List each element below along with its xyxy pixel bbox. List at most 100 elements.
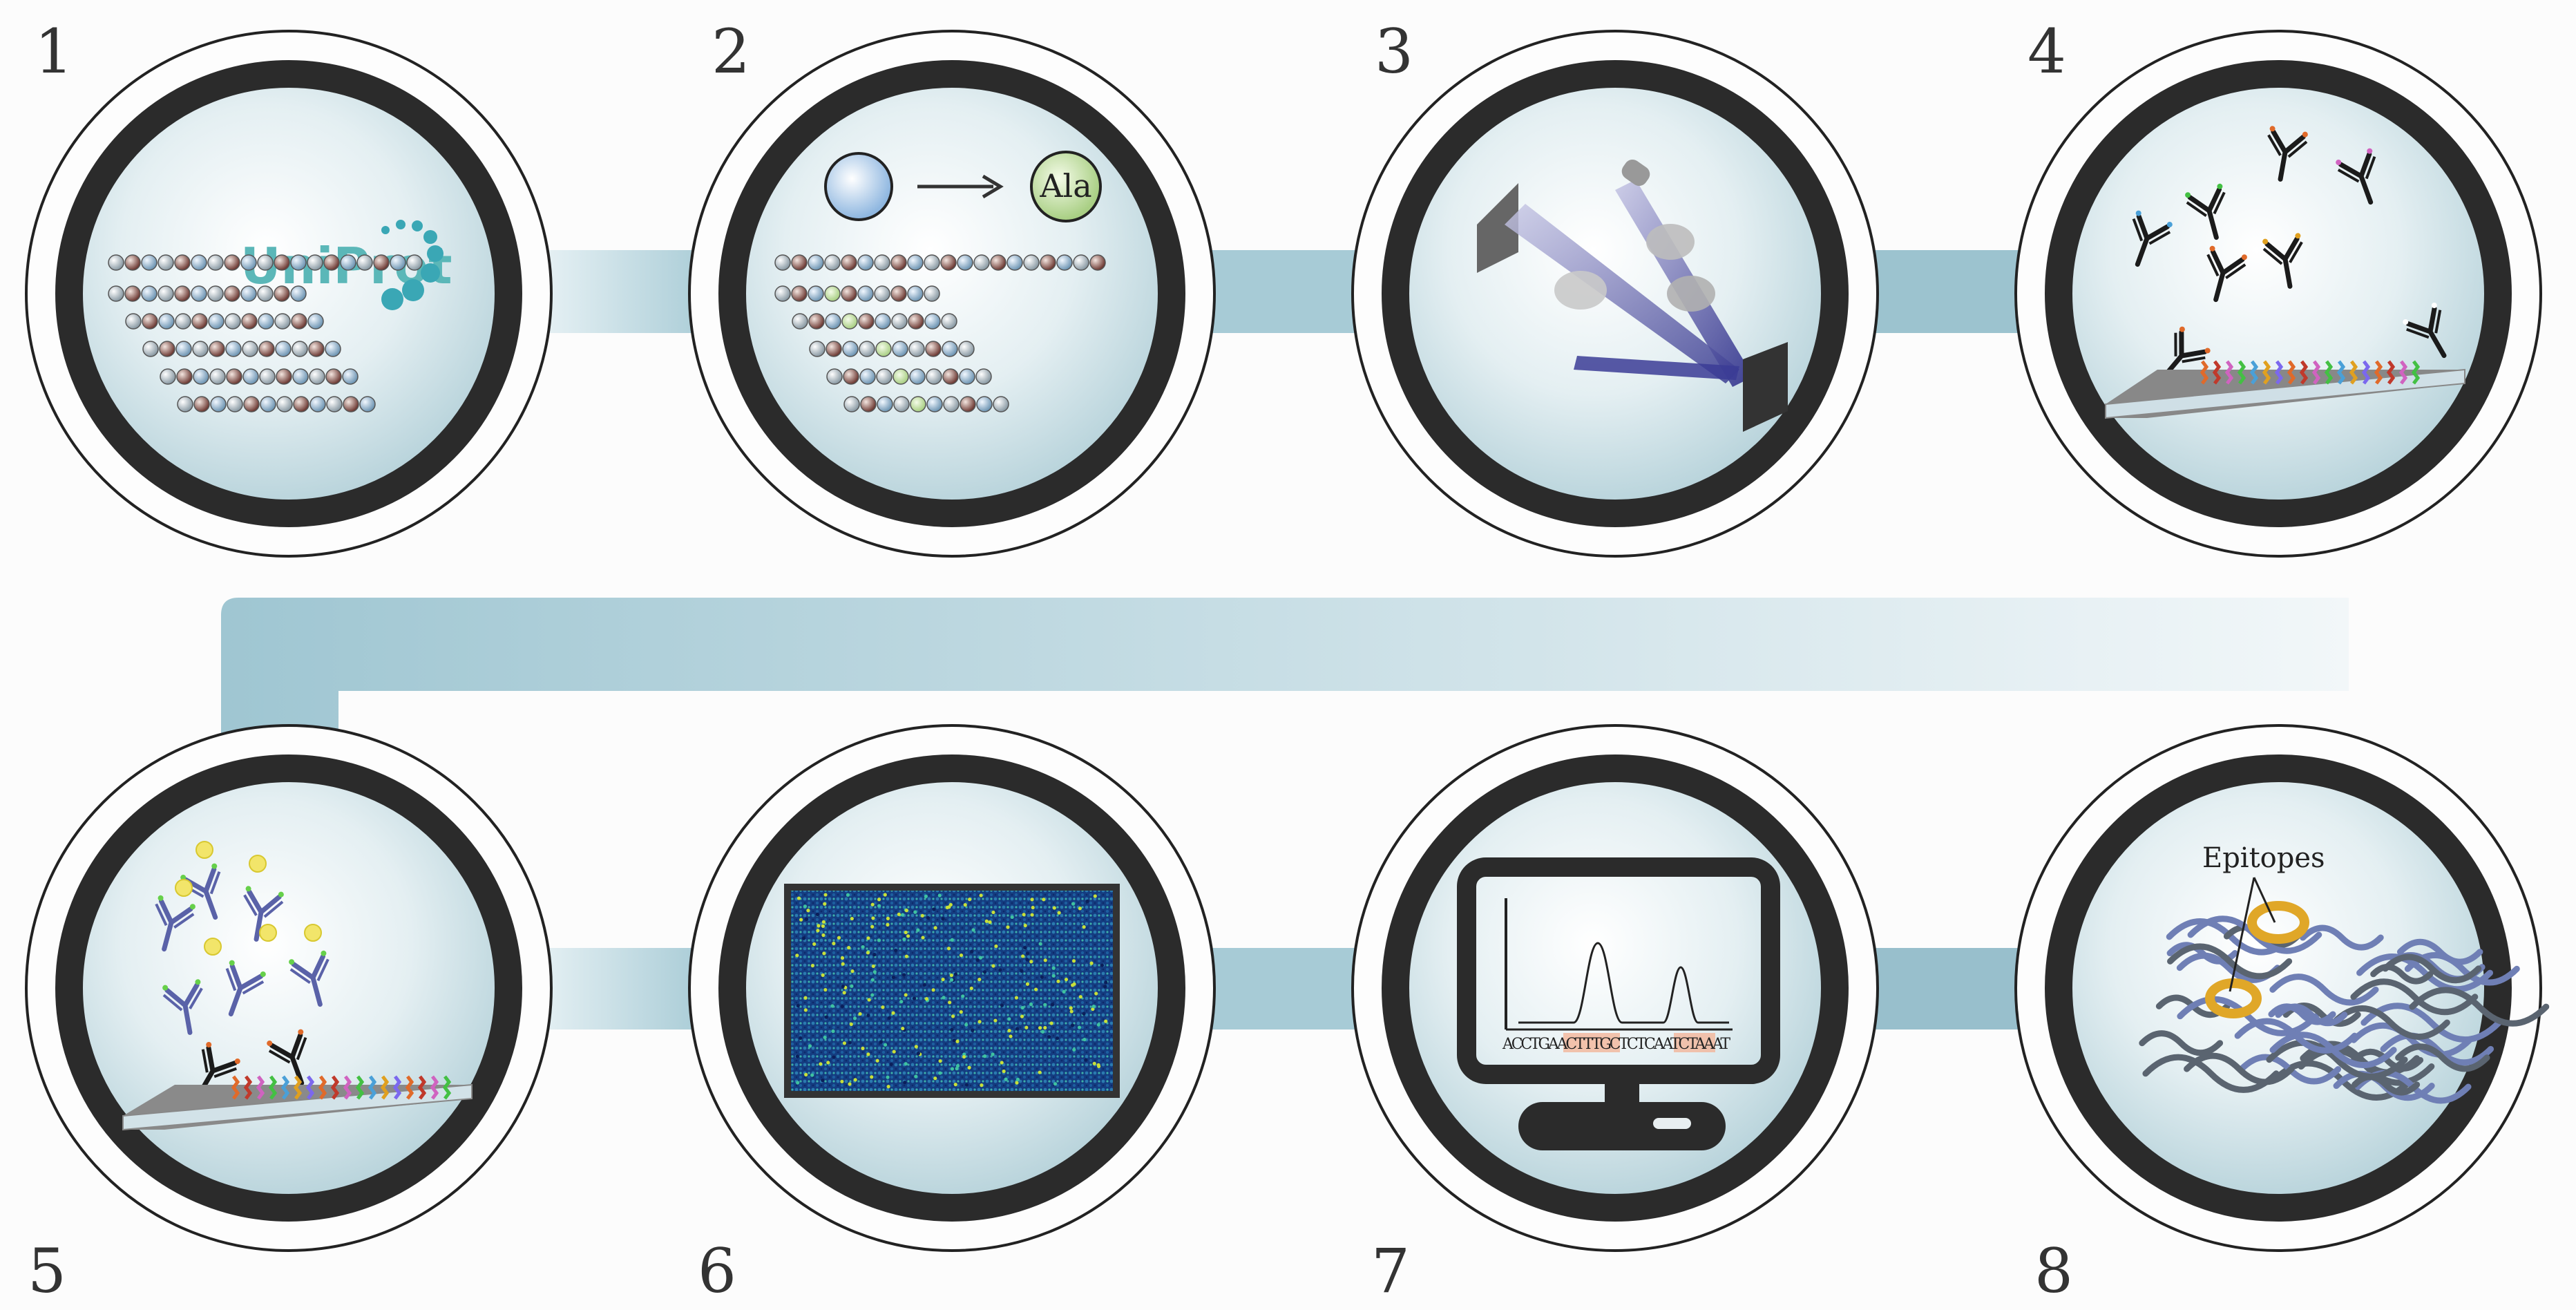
scan-spot bbox=[826, 1061, 830, 1065]
scan-spot bbox=[823, 1035, 827, 1040]
peptide-bead bbox=[209, 341, 225, 357]
peptide-bead bbox=[259, 368, 276, 385]
scan-spot bbox=[901, 913, 905, 917]
peptide-bead bbox=[274, 285, 290, 302]
peptide-strand bbox=[2311, 360, 2321, 385]
scan-spot bbox=[803, 996, 808, 1000]
scan-spot bbox=[1055, 1036, 1060, 1041]
scan-spot bbox=[948, 1000, 952, 1005]
antibodies bbox=[2132, 126, 2447, 380]
scan-spot bbox=[937, 893, 942, 898]
scan-spot bbox=[1040, 975, 1044, 979]
peptide-bead bbox=[907, 285, 924, 302]
scan-spot bbox=[1038, 1070, 1042, 1074]
alanine-label: Ala bbox=[1039, 167, 1091, 205]
peptide-bead bbox=[276, 396, 293, 412]
peptide-strand bbox=[2374, 360, 2383, 385]
peptide-strand bbox=[343, 1075, 352, 1100]
peptide-bead bbox=[890, 285, 907, 302]
protein-ribbon bbox=[2351, 1074, 2421, 1096]
scan-spot bbox=[977, 1020, 982, 1024]
protein-ribbon bbox=[2360, 1003, 2502, 1043]
peptide-bead bbox=[159, 341, 175, 357]
antibody-icon bbox=[162, 979, 203, 1035]
scan-spot bbox=[804, 917, 809, 921]
scan-spot bbox=[1084, 1058, 1088, 1062]
step-7: ACCTGAACTTTGCTCTCAATCTAAAT bbox=[1351, 724, 1879, 1252]
scan-spot bbox=[982, 1054, 987, 1059]
peptide-bead bbox=[841, 285, 857, 302]
scan-spot bbox=[821, 973, 825, 977]
scan-spot bbox=[837, 936, 841, 940]
peptide-strand bbox=[2224, 360, 2234, 385]
peptide-strand bbox=[2361, 360, 2371, 385]
scan-spot bbox=[847, 946, 851, 950]
scan-spot bbox=[926, 915, 931, 920]
dna-sequence: ACCTGAACTTTGCTCTCAATCTAAAT bbox=[1502, 1036, 1730, 1053]
peptide-bead bbox=[293, 396, 309, 412]
scan-spot bbox=[938, 1071, 942, 1075]
peptide-bead bbox=[292, 341, 308, 357]
chromatogram-trace bbox=[1518, 942, 1729, 1024]
scan-spot bbox=[955, 1064, 960, 1068]
peptide-bead bbox=[325, 341, 341, 357]
scan-spot bbox=[1052, 906, 1056, 910]
peptide-bead bbox=[257, 285, 274, 302]
peptide-bead bbox=[274, 254, 290, 271]
peptide-bead bbox=[108, 285, 124, 302]
scan-spot bbox=[924, 894, 928, 898]
scan-spot bbox=[978, 956, 983, 960]
peptide-bead bbox=[225, 313, 241, 330]
scan-spot bbox=[1020, 1014, 1024, 1018]
peptide-bead bbox=[257, 254, 274, 271]
scan-spot bbox=[1015, 1077, 1020, 1081]
peptide-bead bbox=[309, 396, 326, 412]
peptide-bead bbox=[240, 254, 257, 271]
scan-spot bbox=[1020, 1005, 1024, 1010]
scan-spot bbox=[902, 937, 906, 942]
peptide-strand bbox=[305, 1075, 315, 1100]
light-source-icon bbox=[1621, 159, 1650, 187]
peptide-bead bbox=[877, 396, 893, 412]
peptide-bead bbox=[142, 313, 158, 330]
peptide-bead bbox=[124, 285, 141, 302]
scan-spot bbox=[817, 924, 821, 928]
scan-spot bbox=[952, 1038, 956, 1043]
antibody-icon bbox=[155, 895, 195, 952]
scan-spot bbox=[932, 907, 936, 911]
scan-spot bbox=[870, 924, 875, 929]
scan-spot bbox=[866, 1052, 870, 1056]
scan-spot bbox=[904, 954, 909, 958]
disc bbox=[1382, 754, 1849, 1222]
peptide-bead bbox=[857, 254, 874, 271]
scan-spot bbox=[1082, 925, 1086, 929]
peptide-strand bbox=[2212, 360, 2222, 385]
uniprot-dots-icon bbox=[381, 220, 443, 310]
peptide-bead bbox=[808, 254, 824, 271]
scan-spot bbox=[840, 1079, 844, 1083]
scan-spot bbox=[832, 1055, 836, 1059]
peptide-strand bbox=[243, 1075, 253, 1100]
scan-spot bbox=[903, 1081, 907, 1085]
peptide-strand bbox=[2299, 360, 2309, 385]
scan-spot bbox=[810, 1073, 814, 1077]
peptide-bead bbox=[260, 396, 276, 412]
epitope-helix bbox=[2205, 978, 2262, 1018]
peptide-bead bbox=[1040, 254, 1056, 271]
peptide-bead bbox=[158, 285, 174, 302]
peptide-strand bbox=[256, 1075, 265, 1100]
peptide-bead bbox=[242, 341, 258, 357]
scan-spot bbox=[984, 919, 989, 923]
fluorescent-label-icon bbox=[259, 924, 277, 942]
scan-spot bbox=[941, 977, 945, 982]
peptide-strand bbox=[355, 1075, 365, 1100]
scan-spot bbox=[866, 1013, 870, 1018]
scan-spot bbox=[830, 1004, 834, 1008]
peptide-bead bbox=[874, 285, 890, 302]
peptide-bead bbox=[1056, 254, 1073, 271]
antibody-icon bbox=[243, 886, 284, 942]
peptide-bead bbox=[207, 285, 224, 302]
scan-spot bbox=[804, 1072, 808, 1076]
scan-spot bbox=[846, 893, 850, 897]
scan-spot bbox=[1024, 1025, 1029, 1029]
